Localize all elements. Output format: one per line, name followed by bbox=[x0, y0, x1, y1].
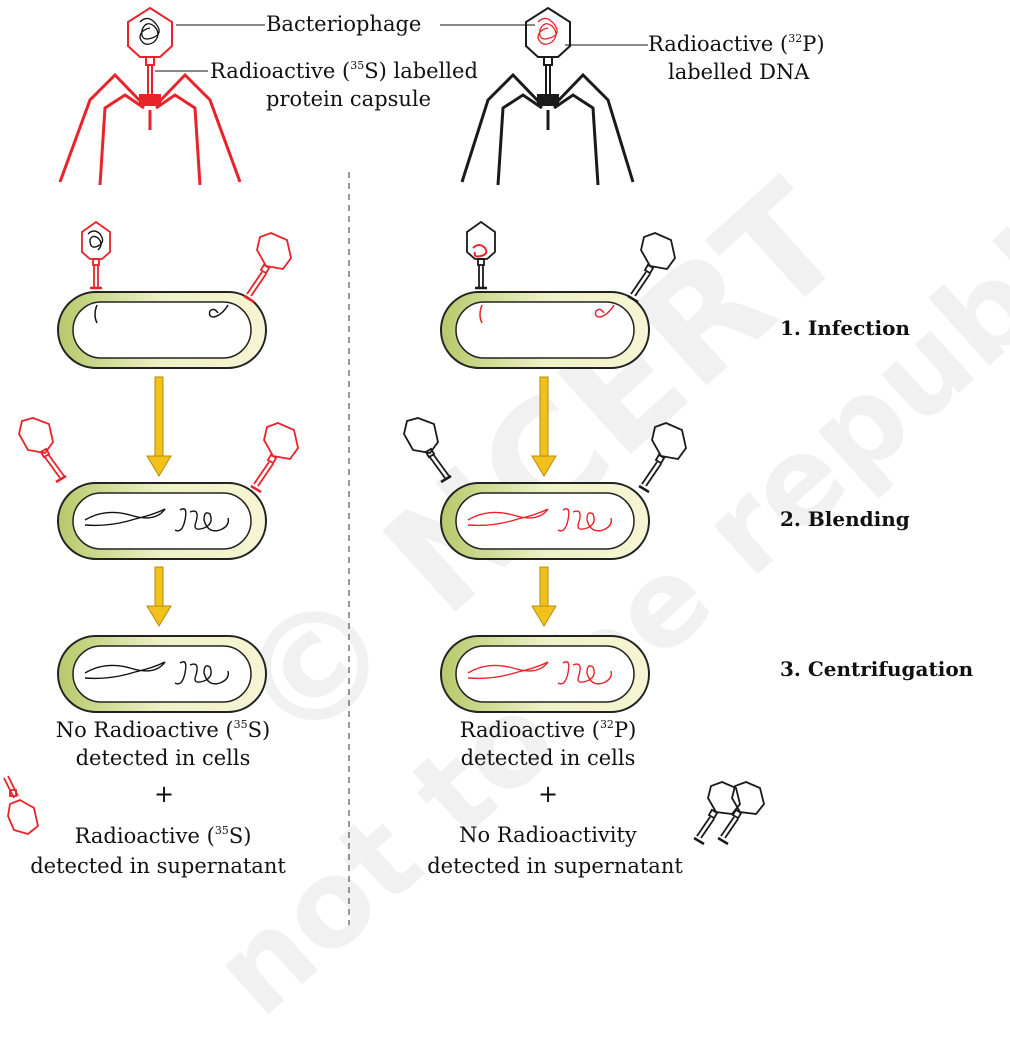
label-bacteriophage: Bacteriophage bbox=[266, 12, 422, 36]
phage-right-detached-2 bbox=[638, 422, 687, 494]
result-right-cells-line2: detected in cells bbox=[460, 746, 636, 770]
cell-left-centrifugation bbox=[57, 635, 267, 713]
result-left-super-pre: Radioactive ( bbox=[74, 824, 215, 848]
diagram-canvas bbox=[3, 6, 765, 925]
phage-right-attached-1 bbox=[466, 220, 496, 290]
result-right-cells-mass: 32 bbox=[599, 718, 614, 731]
phage-right-supernatant-1 bbox=[693, 781, 741, 846]
label-phosphorus-post: P) bbox=[802, 32, 825, 56]
result-right-plus: + bbox=[538, 780, 559, 808]
label-sulfur-capsule: Radioactive (35S) labelled bbox=[210, 60, 478, 82]
result-left-plus: + bbox=[154, 780, 175, 808]
phage-right-detached-1 bbox=[403, 417, 452, 484]
phage-left-attached-1 bbox=[81, 220, 111, 290]
step-centrifugation: 3. Centrifugation bbox=[780, 657, 974, 681]
label-phosphorus-pre: Radioactive ( bbox=[648, 32, 789, 56]
result-right-super-line1: No Radioactivity bbox=[459, 823, 637, 847]
phage-left-attached-2 bbox=[243, 232, 292, 304]
result-left-cells-pre: No Radioactive ( bbox=[55, 718, 234, 742]
result-right-cells-pre: Radioactive ( bbox=[459, 718, 600, 742]
cell-right-centrifugation bbox=[440, 635, 650, 713]
cell-left-infection bbox=[57, 291, 267, 369]
result-right-super-line2: detected in supernatant bbox=[427, 854, 683, 878]
phage-left-detached-2 bbox=[250, 422, 299, 494]
result-left-cells-post: S) bbox=[247, 718, 271, 742]
result-right-cells-line1: Radioactive (32P) bbox=[415, 719, 681, 741]
phage-right-supernatant-2 bbox=[717, 781, 765, 846]
cell-right-infection bbox=[440, 291, 650, 369]
label-sulfur-post: S) labelled bbox=[364, 59, 478, 83]
phage-left-supernatant bbox=[3, 775, 40, 835]
arrow-right-1 bbox=[531, 376, 557, 477]
arrow-right-2 bbox=[531, 566, 557, 627]
result-left-super-line1: Radioactive (35S) bbox=[30, 825, 296, 847]
phage-sulfur-labelled bbox=[58, 6, 242, 186]
label-sulfur-mass: 35 bbox=[350, 59, 365, 72]
arrow-left-1 bbox=[146, 376, 172, 477]
result-left-cells-line1: No Radioactive (35S) bbox=[30, 719, 296, 741]
arrow-left-2 bbox=[146, 566, 172, 627]
hershey-chase-diagram: © NCERT not to be republished bbox=[3, 0, 1010, 1043]
label-phosphorus-mass: 32 bbox=[788, 32, 803, 45]
label-protein-capsule: protein capsule bbox=[266, 87, 432, 111]
result-left-cells-line2: detected in cells bbox=[75, 746, 251, 770]
result-left-cells-mass: 35 bbox=[233, 718, 248, 731]
cell-right-blending bbox=[440, 482, 650, 560]
label-labelled-dna: labelled DNA bbox=[668, 60, 810, 84]
step-infection: 1. Infection bbox=[780, 316, 910, 340]
result-right-cells-post: P) bbox=[613, 718, 637, 742]
cell-left-blending bbox=[57, 482, 267, 560]
phage-left-detached-1 bbox=[18, 417, 67, 484]
step-blending: 2. Blending bbox=[780, 507, 910, 531]
result-left-super-post: S) bbox=[228, 824, 252, 848]
label-sulfur-pre: Radioactive ( bbox=[210, 59, 351, 83]
phage-right-attached-2 bbox=[627, 232, 676, 304]
result-left-super-mass: 35 bbox=[214, 824, 229, 837]
result-left-super-line2: detected in supernatant bbox=[30, 854, 286, 878]
label-phosphorus-dna: Radioactive (32P) bbox=[648, 33, 825, 55]
phage-phosphorus-labelled bbox=[460, 6, 635, 186]
